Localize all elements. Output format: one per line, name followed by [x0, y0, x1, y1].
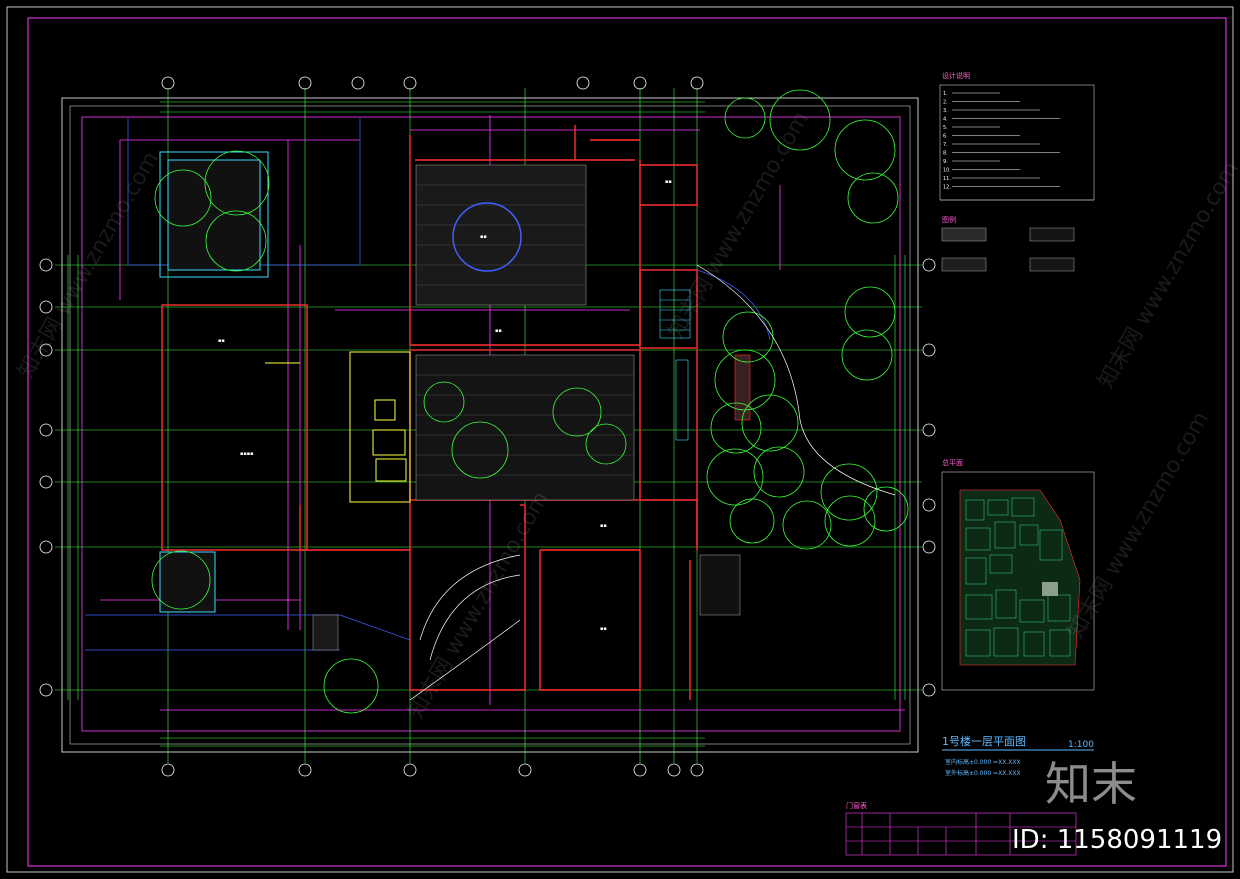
tree-canopy-blue — [452, 202, 522, 272]
plan-sub-2: 室外标高±0.000 =XX.XXX — [945, 769, 1021, 777]
room-label: ▪▪ — [218, 338, 225, 344]
yellow-elements — [265, 351, 411, 503]
notes-lines: 1. 2. 3. 4. 5. 6. 7. 8. 9. 10. 11. 12. — [943, 91, 1060, 191]
room-label: ▪▪▪▪ — [240, 451, 254, 457]
notes-line: 10. — [943, 168, 951, 174]
design-notes-panel — [939, 84, 1095, 201]
notes-line: 1. — [943, 91, 948, 97]
room-label: ▪▪ — [480, 234, 487, 240]
room-label: ▪▪ — [665, 179, 672, 185]
notes-line: 4. — [943, 117, 948, 123]
legend-swatch — [941, 227, 987, 242]
stair — [659, 289, 691, 441]
watermark-text: 知末网 www.znzmo.com — [664, 108, 814, 343]
plan-title: 1号楼一层平面图 — [942, 734, 1026, 748]
dimension-lines — [67, 101, 906, 747]
notes-line: 3. — [943, 108, 948, 114]
plan-scale: 1:100 — [1068, 740, 1094, 750]
legend-swatch — [1029, 257, 1075, 272]
trees — [151, 89, 909, 714]
watermark-brand: 知末 — [1045, 757, 1137, 811]
landscape-paths — [409, 264, 896, 701]
watermark-text: 知末网 www.znzmo.com — [404, 488, 554, 723]
room-labels: ▪▪ ▪▪▪▪ ▪▪ ▪▪ ▪▪ ▪▪ ▪▪ — [218, 179, 672, 632]
hatch-texture — [416, 184, 634, 476]
site-boundary — [61, 97, 919, 753]
plan-sub-1: 室内标高±0.000 =XX.XXX — [945, 758, 1021, 766]
notes-line: 7. — [943, 142, 948, 148]
watermark-text: 知末网 www.znzmo.com — [1064, 408, 1214, 643]
notes-line: 5. — [943, 125, 948, 131]
legend-swatch — [941, 257, 987, 272]
notes-title: 设计说明 — [942, 71, 970, 80]
axis-bubbles-bottom — [161, 763, 704, 777]
notes-line: 9. — [943, 159, 948, 165]
room-label: ▪▪ — [600, 626, 607, 632]
watermark-text: 知末网 www.znzmo.com — [1094, 158, 1240, 393]
legend-title: 图例 — [942, 215, 956, 224]
watermark-id: ID: 1158091119 — [1012, 825, 1222, 855]
axis-bubbles-top — [161, 76, 704, 90]
table-title: 门窗表 — [846, 801, 867, 810]
room-label: ▪▪ — [600, 523, 607, 529]
notes-line: 6. — [943, 134, 948, 140]
inner-frame — [27, 17, 1227, 867]
legend-swatches — [941, 227, 1075, 272]
axis-bubbles-right — [922, 258, 936, 697]
outer-frame — [6, 6, 1234, 873]
legend-swatch — [1029, 227, 1075, 242]
hatch-areas — [159, 151, 751, 651]
walls — [161, 125, 698, 700]
location-map-title: 总平面 — [942, 458, 963, 467]
notes-line: 2. — [943, 100, 948, 106]
door-window-table — [845, 812, 1077, 856]
notes-line: 8. — [943, 151, 948, 157]
notes-line: 11. — [943, 176, 951, 182]
notes-line: 12. — [943, 185, 951, 191]
room-label: ▪▪ — [495, 328, 502, 334]
location-map — [941, 471, 1095, 691]
axis-bubbles-left — [39, 258, 53, 697]
